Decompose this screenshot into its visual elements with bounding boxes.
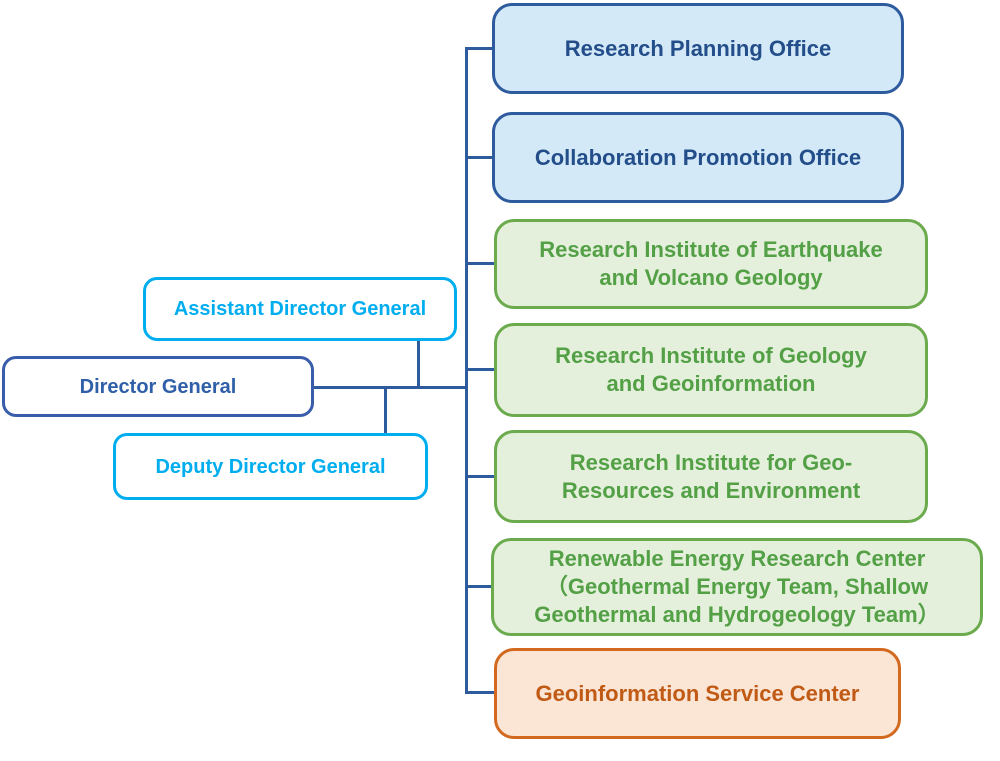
org-box-research-planning-office: Research Planning Office [492, 3, 904, 94]
connector-branch-research-planning [465, 47, 495, 50]
connector-assistant-stub [417, 340, 420, 389]
assistant-director-general-label: Assistant Director General [173, 298, 427, 320]
deputy-director-general-label: Deputy Director General [155, 455, 386, 478]
org-box-assistant-director-general: Assistant Director General [143, 277, 457, 341]
geo-resources-environment-label: Research Institute for Geo- Resources an… [561, 449, 861, 503]
org-box-earthquake-volcano-geology: Research Institute of Earthquake and Vol… [494, 219, 928, 309]
connector-deputy-stub [384, 386, 387, 435]
connector-branch-geology-geoinfo [465, 368, 497, 371]
connector-branch-earthquake-volcano [465, 262, 497, 265]
geoinformation-service-center-label: Geoinformation Service Center [535, 680, 860, 706]
org-box-renewable-energy-research-center: Renewable Energy Research Center （Geothe… [491, 538, 983, 636]
org-box-geoinformation-service-center: Geoinformation Service Center [494, 648, 901, 739]
connector-branch-geo-resources [465, 475, 497, 478]
org-box-geology-geoinformation: Research Institute of Geology and Geoinf… [494, 323, 928, 417]
renewable-energy-research-center-label: Renewable Energy Research Center （Geothe… [534, 546, 940, 627]
research-planning-office-label: Research Planning Office [564, 35, 832, 61]
connector-branch-renewable-energy [465, 585, 494, 588]
org-box-geo-resources-environment: Research Institute for Geo- Resources an… [494, 430, 928, 523]
org-box-deputy-director-general: Deputy Director General [113, 433, 428, 500]
collaboration-promotion-office-label: Collaboration Promotion Office [534, 144, 862, 170]
director-general-label: Director General [79, 375, 237, 398]
geology-geoinformation-label: Research Institute of Geology and Geoinf… [555, 343, 867, 396]
connector-branch-collaboration [465, 156, 495, 159]
org-box-director-general: Director General [2, 356, 314, 417]
earthquake-volcano-geology-label: Research Institute of Earthquake and Vol… [539, 237, 883, 290]
connector-main-horizontal [313, 386, 468, 389]
connector-branch-geoinfo-service [465, 691, 497, 694]
org-box-collaboration-promotion-office: Collaboration Promotion Office [492, 112, 904, 203]
